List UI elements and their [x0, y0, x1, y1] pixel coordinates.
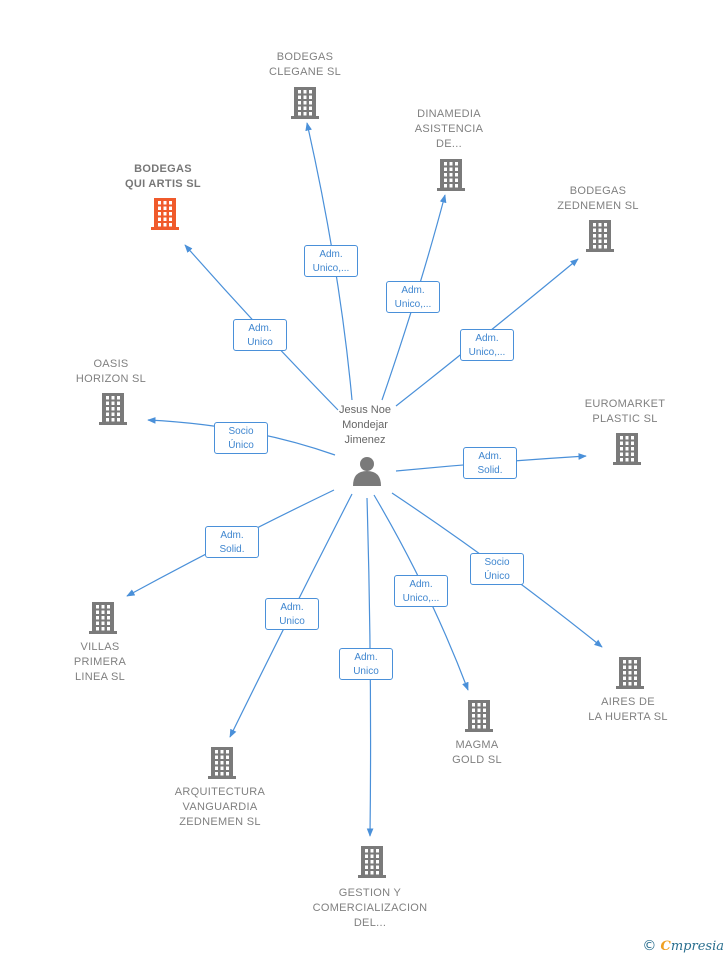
person-icon[interactable] — [353, 457, 381, 486]
relation-badge-oasis-horizon[interactable]: Socio Único — [214, 422, 268, 454]
empresia-logo[interactable]: © Cmpresia — [642, 938, 724, 954]
relation-badge-gestion[interactable]: Adm. Unico — [339, 648, 393, 680]
building-icon[interactable] — [291, 87, 319, 119]
building-icon[interactable] — [208, 747, 236, 779]
relation-badge-arquitectura[interactable]: Adm. Unico — [265, 598, 319, 630]
relation-badge-aires[interactable]: Socio Único — [470, 553, 524, 585]
relation-badge-dinamedia[interactable]: Adm. Unico,... — [386, 281, 440, 313]
building-icon[interactable] — [151, 198, 179, 230]
building-icon[interactable] — [586, 220, 614, 252]
building-icon[interactable] — [616, 657, 644, 689]
company-label-bodegas-clegane[interactable]: BODEGAS CLEGANE SL — [268, 51, 342, 78]
company-label-dinamedia[interactable]: DINAMEDIA ASISTENCIA DE... — [414, 108, 484, 150]
company-label-villas[interactable]: VILLAS PRIMERA LINEA SL — [73, 641, 127, 683]
company-label-magma[interactable]: MAGMA GOLD SL — [452, 739, 502, 766]
company-label-oasis-horizon[interactable]: OASIS HORIZON SL — [75, 358, 147, 385]
company-label-arquitectura[interactable]: ARQUITECTURA VANGUARDIA ZEDNEMEN SL — [174, 786, 266, 828]
relation-badge-bodegas-zednemen[interactable]: Adm. Unico,... — [460, 329, 514, 361]
relation-badge-bodegas-quiartis[interactable]: Adm. Unico — [233, 319, 287, 351]
company-label-gestion[interactable]: GESTION Y COMERCIALIZACION DEL... — [312, 887, 428, 929]
relation-badge-magma[interactable]: Adm. Unico,... — [394, 575, 448, 607]
building-icon[interactable] — [358, 846, 386, 878]
building-icon[interactable] — [99, 393, 127, 425]
building-icon[interactable] — [613, 433, 641, 465]
company-label-bodegas-quiartis[interactable]: BODEGAS QUI ARTIS SL — [125, 163, 201, 190]
building-icon[interactable] — [437, 159, 465, 191]
company-label-bodegas-zednemen[interactable]: BODEGAS ZEDNEMEN SL — [557, 185, 639, 212]
relation-badge-bodegas-clegane[interactable]: Adm. Unico,... — [304, 245, 358, 277]
company-label-euromarket[interactable]: EUROMARKET PLASTIC SL — [584, 398, 666, 425]
building-icon[interactable] — [465, 700, 493, 732]
building-icon[interactable] — [89, 602, 117, 634]
company-label-aires[interactable]: AIRES DE LA HUERTA SL — [588, 696, 668, 723]
relation-badge-villas[interactable]: Adm. Solid. — [205, 526, 259, 558]
person-name[interactable]: Jesus Noe Mondejar Jimenez — [339, 404, 391, 446]
relation-badge-euromarket[interactable]: Adm. Solid. — [463, 447, 517, 479]
